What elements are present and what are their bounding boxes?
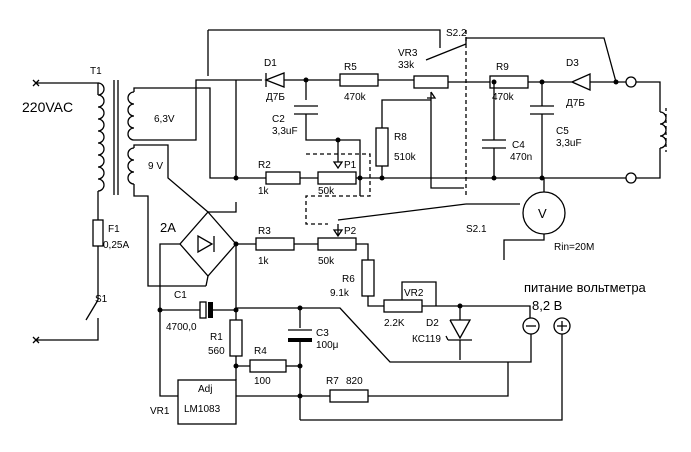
d3-type: Д7Б: [566, 98, 585, 109]
d2-label: D2: [426, 318, 439, 329]
p2-value: 50k: [318, 256, 335, 267]
vr2-label: VR2: [404, 288, 424, 299]
supply-voltage: 8,2 В: [532, 298, 562, 313]
r9-label: R9: [496, 62, 509, 73]
d1-label: D1: [264, 58, 277, 69]
r8-label: R8: [394, 132, 407, 143]
output-coil: [625, 81, 667, 184]
reg-adj-pin: Adj: [198, 384, 212, 395]
r8-value: 510k: [394, 152, 417, 163]
r1-value: 560: [208, 346, 225, 357]
r4-label: R4: [254, 346, 267, 357]
r1-label: R1: [210, 332, 223, 343]
c1-label: C1: [174, 290, 187, 301]
vr1-label: VR1: [150, 406, 170, 417]
r4-value: 100: [254, 376, 271, 387]
switch-s21: [337, 178, 566, 260]
supply-title: питание вольтметра: [524, 280, 647, 295]
r6-label: R6: [342, 274, 355, 285]
c1-value: 4700,0: [166, 322, 197, 333]
d2-type: КС119: [412, 334, 441, 345]
r5-value: 470k: [344, 92, 367, 103]
r9-value: 470k: [492, 92, 515, 103]
s22-label: S2.2: [446, 28, 467, 39]
vr3-value: 33k: [398, 60, 415, 71]
mains-label: 220VAC: [22, 99, 73, 115]
bridge-rectifier: [159, 202, 237, 310]
r2-label: R2: [258, 160, 271, 171]
c5-value: 3,3uF: [556, 138, 582, 149]
c2-label: C2: [272, 114, 285, 125]
t1-label: T1: [90, 66, 102, 77]
f1-label: F1: [108, 224, 120, 235]
c5-label: C5: [556, 126, 569, 137]
r2-value: 1k: [258, 186, 270, 197]
d1-type: Д7Б: [266, 92, 285, 103]
transformer-core: [113, 80, 119, 195]
vr2-value: 2.2K: [384, 318, 405, 329]
c4-value: 470n: [510, 152, 532, 163]
sec-9v-label: 9 V: [148, 161, 163, 172]
mains-input: [32, 79, 105, 344]
supply-terminals: [236, 307, 571, 421]
d3-label: D3: [566, 58, 579, 69]
winding-9v: [127, 144, 209, 287]
p1-value: 50k: [318, 186, 335, 197]
winding-6v3: [127, 79, 236, 179]
top-rail: [235, 72, 637, 189]
r3-label: R3: [258, 226, 271, 237]
vr3-label: VR3: [398, 48, 418, 59]
voltmeter-symbol: V: [538, 206, 547, 221]
c2-value: 3,3uF: [272, 126, 298, 137]
p2-label: P2: [344, 226, 357, 237]
p1-label: P1: [344, 160, 357, 171]
r7-value: 820: [346, 376, 363, 387]
r5-label: R5: [344, 62, 357, 73]
reg-part: LM1083: [184, 404, 221, 415]
voltmeter-rin: Rin=20M: [554, 242, 594, 253]
s21-label: S2.1: [466, 224, 487, 235]
r7-label: R7: [326, 376, 339, 387]
sec-6v3-label: 6,3V: [154, 114, 175, 125]
r6-value: 9.1k: [330, 288, 350, 299]
junction-dots: [157, 77, 619, 399]
c3-label: C3: [316, 328, 329, 339]
r3-value: 1k: [258, 256, 270, 267]
f1-value: 0,25A: [103, 240, 129, 251]
bridge-label: 2A: [160, 220, 176, 235]
s1-label: S1: [95, 294, 108, 305]
c3-value: 100μ: [316, 340, 339, 351]
c4-label: C4: [512, 140, 525, 151]
lower-rail: [236, 224, 531, 360]
regulator-section: [159, 301, 509, 425]
middle-rail: [236, 30, 626, 225]
